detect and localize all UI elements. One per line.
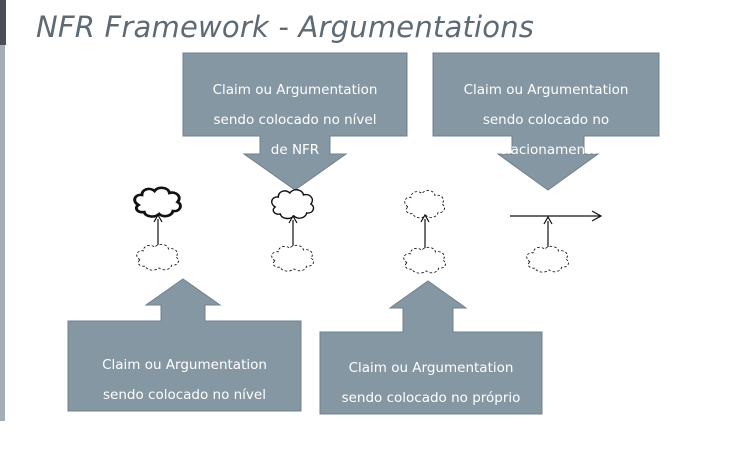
claim-cloud-dashed-icon [136,243,180,271]
claim-cloud-dashed-icon [526,245,570,273]
callout-line: sendo colocado no próprio [341,390,521,406]
left-accent-bar [0,45,5,421]
callout-line: Claim ou Argumentation [102,357,267,373]
callout-line: de NFR [270,142,320,158]
claim-on-relationship [510,210,603,273]
claim-cloud-dashed-icon [403,246,447,274]
claim-on-operationalization [133,186,182,271]
slide-title: NFR Framework - Argumentations [36,10,535,44]
claim-cloud-dashed-icon [404,190,446,219]
callout-nfr-level-text: Claim ou Argumentation sendo colocado no… [183,68,407,173]
left-accent-bar-dark [0,0,6,45]
argumentation-diagram [67,52,660,415]
claim-on-nfr [270,189,315,272]
callout-line: sendo colocado no nível [103,387,266,403]
callout-operationalization-level [67,278,302,412]
callout-claim-level-text: Claim ou Argumentation sendo colocado no… [320,346,542,451]
callout-line: Claim ou Argumentation [348,360,514,376]
callout-line: sendo colocado no [482,112,610,128]
callout-relationship-text: Claim ou Argumentation sendo colocado no… [433,68,659,173]
callout-operationalization-level-text: Claim ou Argumentation sendo colocado no… [68,343,301,448]
callout-line: Claim ou Argumentation [212,82,378,98]
callout-line: relacionamento [493,142,599,158]
claim-cloud-dashed-icon [271,244,315,272]
nfr-softgoal-cloud-icon [270,189,315,220]
callout-line: nível de Claim [382,420,480,436]
callout-line: Claim ou Argumentation [463,82,629,98]
callout-line: sendo colocado no nível [213,112,377,128]
callout-nfr-level [182,52,408,191]
bold-softgoal-cloud-icon [133,186,182,218]
arrow-right-icon [591,210,603,222]
callout-claim-level [319,280,543,415]
callout-line: de Operationalization [111,417,258,433]
claim-on-claim [403,190,447,274]
callout-relationship [432,52,660,191]
